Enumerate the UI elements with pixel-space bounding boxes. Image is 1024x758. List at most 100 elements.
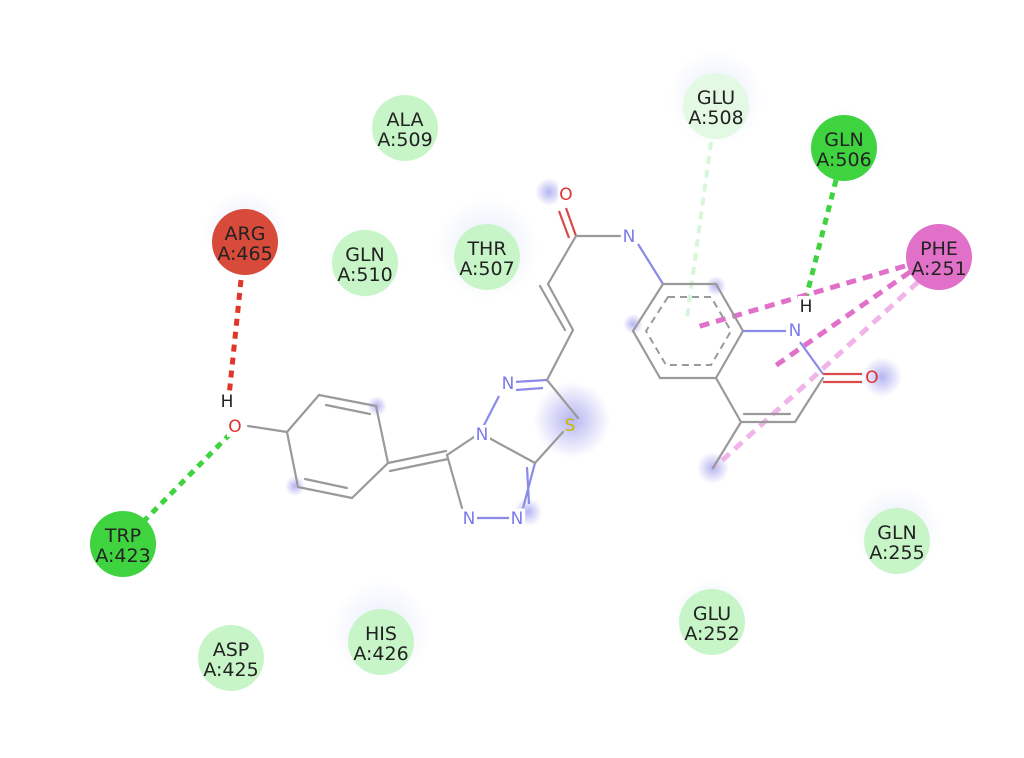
- atom-s: S: [565, 416, 576, 436]
- bond: [296, 485, 354, 500]
- atom-bg: [787, 321, 803, 341]
- residue-gln510: GLN A:510: [332, 230, 398, 296]
- bond: [324, 403, 372, 416]
- atom-h-phenol: H: [221, 392, 234, 412]
- residue-number: A:506: [816, 149, 871, 171]
- residue-his426: HIS A:426: [348, 609, 414, 675]
- halo-quin-o: [862, 357, 902, 397]
- residue-trp423: TRP A:423: [90, 511, 156, 577]
- residue-disc: [348, 609, 414, 675]
- pi-pi-phe251-b: [773, 269, 912, 369]
- atom-bg: [558, 184, 574, 204]
- halo-carbonyl-c: [535, 178, 563, 206]
- pi-alkyl-phe251: [714, 280, 920, 468]
- atom-n-ring2: N: [476, 425, 489, 445]
- bond: [564, 207, 578, 237]
- bond: [445, 453, 464, 510]
- halo-quin-c: [623, 314, 643, 334]
- aromatic-circle: [644, 296, 733, 366]
- ligand: [246, 207, 862, 520]
- atom-n-quin: N: [789, 321, 802, 341]
- bond: [545, 378, 580, 420]
- atom-n-ring1: N: [502, 374, 515, 394]
- residue-number: A:509: [377, 129, 432, 151]
- bond: [513, 378, 548, 384]
- residue-phe251: PHE A:251: [906, 224, 972, 290]
- bond: [303, 477, 349, 490]
- residue-arg465: ARG A:465: [212, 209, 278, 275]
- bond: [545, 328, 575, 382]
- residue-name: GLN: [345, 244, 385, 266]
- bond: [350, 461, 390, 500]
- bond: [317, 393, 378, 408]
- bond: [546, 234, 578, 286]
- halo-sulfur: [534, 382, 610, 458]
- atom-bg: [798, 296, 814, 316]
- atom-bg: [474, 425, 490, 445]
- residue-number: A:508: [688, 107, 743, 129]
- hbond-gln506: [803, 179, 839, 299]
- residue-gln506: GLN A:506: [811, 115, 877, 181]
- residue-number: A:255: [869, 542, 924, 564]
- residue-disc: [212, 209, 278, 275]
- bond: [711, 420, 743, 470]
- residue-name: PHE: [920, 238, 958, 260]
- residue-number: A:425: [203, 659, 258, 681]
- atom-n-amide: N: [623, 227, 636, 247]
- residue-disc: [679, 589, 745, 655]
- bond: [538, 284, 567, 332]
- residue-number: A:252: [684, 623, 739, 645]
- bond: [525, 466, 531, 505]
- residue-name: GLN: [877, 522, 917, 544]
- bond: [388, 457, 450, 473]
- atom-bg: [500, 373, 516, 393]
- bond: [631, 282, 665, 333]
- bond: [799, 341, 824, 375]
- residue-number: A:465: [217, 243, 272, 265]
- residue-name: ASP: [213, 639, 250, 661]
- residues: ALA A:509 GLN A:510 THR A:507 GLU A:508 …: [90, 73, 972, 691]
- bond: [546, 282, 575, 332]
- residue-name: HIS: [365, 623, 397, 645]
- bond: [285, 393, 321, 434]
- residue-name: GLN: [824, 129, 864, 151]
- atom-bg: [509, 509, 525, 529]
- bond: [557, 210, 571, 239]
- bond: [637, 243, 664, 285]
- atom-o-amide: O: [559, 185, 572, 205]
- residue-glu252: GLU A:252: [679, 589, 745, 655]
- bond: [714, 282, 745, 333]
- atom-n-ring3: N: [463, 509, 476, 529]
- residue-number: A:423: [95, 545, 150, 567]
- bond: [285, 430, 300, 489]
- residue-name: GLU: [697, 87, 735, 109]
- residue-name: TRP: [104, 525, 141, 547]
- atom-bg: [621, 226, 637, 246]
- bond: [793, 376, 825, 424]
- residue-thr507: THR A:507: [454, 224, 520, 290]
- atom-n-ring4: N: [511, 509, 524, 529]
- bond: [374, 404, 390, 465]
- bond: [246, 424, 289, 434]
- atom-labels: O N N N N N S O H N H O: [221, 184, 879, 529]
- residue-number: A:426: [353, 643, 408, 665]
- bond: [386, 449, 448, 465]
- residue-disc: [864, 508, 930, 574]
- phenyl-ring: [246, 393, 390, 500]
- residue-disc: [811, 115, 877, 181]
- halo-phenyl-2: [285, 476, 305, 496]
- bond: [533, 430, 565, 465]
- residue-number: A:510: [337, 264, 392, 286]
- atom-bg: [461, 509, 477, 529]
- residue-disc: [198, 625, 264, 691]
- bond: [714, 329, 745, 380]
- bond: [631, 329, 662, 380]
- atom-o-quin: O: [865, 368, 878, 388]
- atom-h-quin: H: [800, 297, 813, 317]
- residue-disc: [683, 73, 749, 139]
- residue-disc: [454, 224, 520, 290]
- carbon-hbond-glu508: [685, 141, 713, 319]
- residue-name: THR: [466, 238, 506, 260]
- residue-name: ARG: [225, 223, 266, 245]
